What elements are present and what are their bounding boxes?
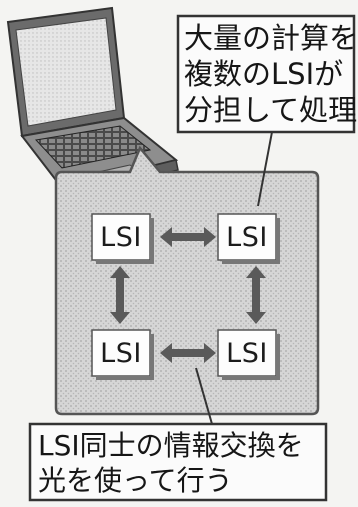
bottom-callout-text: LSI同士の情報交換を 光を使って行う: [38, 428, 304, 498]
bottom-callout-line-2: 光を使って行う: [38, 464, 233, 497]
lsi-label-top-left: LSI: [100, 221, 142, 253]
lsi-label-bottom-right: LSI: [226, 337, 268, 369]
bottom-callout-box: [28, 422, 328, 502]
top-callout-line-3: 分担して処理: [184, 93, 358, 127]
lsi-label-top-right: LSI: [226, 221, 268, 253]
top-callout-text: 大量の計算を 複数のLSIが 分担して処理: [184, 20, 358, 128]
lsi-chip-top-right: [217, 213, 277, 261]
laptop-icon: [6, 6, 179, 199]
bottom-callout-line-1: LSI同士の情報交換を: [38, 429, 304, 462]
arrow-top-horizontal: [160, 227, 216, 247]
lsi-chip-bottom-left: [91, 329, 151, 377]
lsi-label-bottom-left: LSI: [100, 337, 142, 369]
top-callout-leader: [257, 131, 273, 207]
arrow-right-vertical: [246, 266, 266, 324]
top-callout-box: [176, 14, 356, 134]
top-callout-line-2: 複数のLSIが: [184, 57, 344, 91]
arrow-bottom-horizontal: [160, 343, 216, 363]
top-callout-line-1: 大量の計算を: [184, 21, 358, 55]
arrow-left-vertical: [110, 266, 130, 324]
lsi-chip-top-left: [91, 213, 151, 261]
bottom-callout-leader: [195, 367, 213, 425]
